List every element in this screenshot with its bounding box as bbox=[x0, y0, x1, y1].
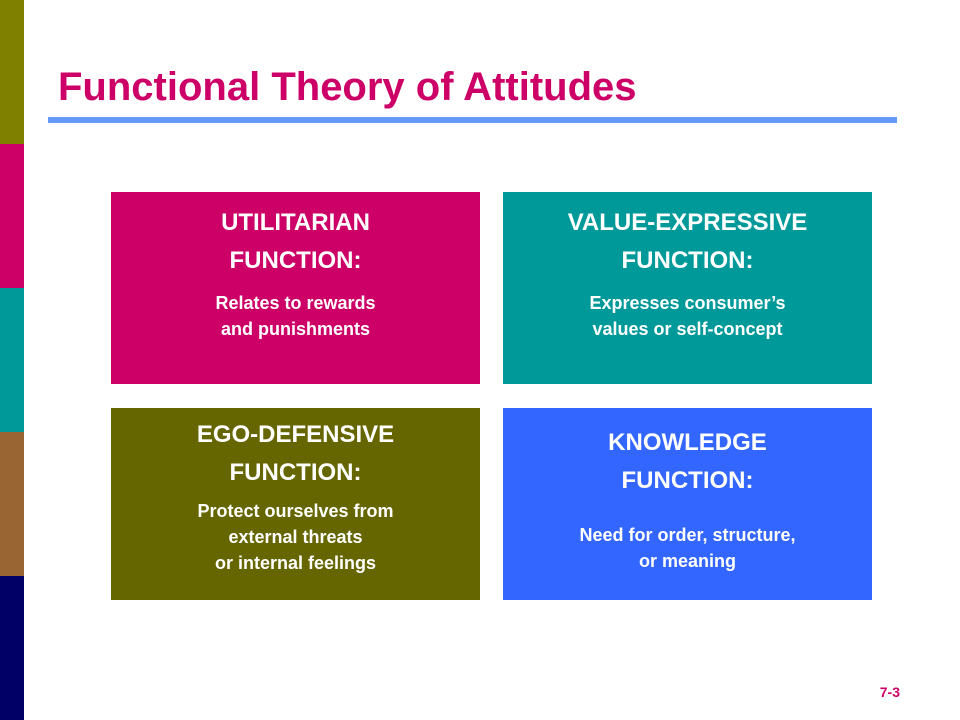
value-expressive-heading-line-1: VALUE-EXPRESSIVE bbox=[567, 209, 808, 236]
utilitarian-heading-line-1: UTILITARIAN bbox=[221, 209, 370, 236]
ego-defensive-heading: EGO-DEFENSIVE FUNCTION: bbox=[111, 416, 480, 492]
knowledge-heading: KNOWLEDGE FUNCTION: bbox=[503, 424, 872, 500]
title-underline bbox=[48, 117, 897, 123]
value-expressive-function-box: VALUE-EXPRESSIVE FUNCTION: Expresses con… bbox=[503, 192, 872, 384]
utilitarian-description-line-2: and punishments bbox=[220, 319, 370, 339]
knowledge-heading-line-1: KNOWLEDGE bbox=[608, 429, 767, 456]
knowledge-description: Need for order, structure, or meaning bbox=[503, 522, 872, 574]
side-stripe-segment-olive bbox=[0, 0, 24, 144]
value-expressive-heading-line-2: FUNCTION: bbox=[621, 247, 754, 274]
knowledge-description-line-2: or meaning bbox=[638, 551, 736, 571]
utilitarian-function-box: UTILITARIAN FUNCTION: Relates to rewards… bbox=[111, 192, 480, 384]
value-expressive-description: Expresses consumer’s values or self-conc… bbox=[503, 290, 872, 342]
utilitarian-description-line-1: Relates to rewards bbox=[215, 293, 376, 313]
knowledge-heading-line-2: FUNCTION: bbox=[621, 467, 754, 494]
utilitarian-heading: UTILITARIAN FUNCTION: bbox=[111, 204, 480, 280]
ego-defensive-description-line-1: Protect ourselves from bbox=[197, 501, 394, 521]
slide-number: 7-3 bbox=[879, 684, 900, 700]
side-stripe-segment-magenta bbox=[0, 144, 24, 288]
knowledge-function-box: KNOWLEDGE FUNCTION: Need for order, stru… bbox=[503, 408, 872, 600]
utilitarian-description: Relates to rewards and punishments bbox=[111, 290, 480, 342]
ego-defensive-description-line-2: external threats bbox=[228, 527, 363, 547]
utilitarian-heading-line-2: FUNCTION: bbox=[229, 247, 362, 274]
value-expressive-description-line-2: values or self-concept bbox=[592, 319, 783, 339]
side-stripe-segment-teal bbox=[0, 288, 24, 432]
knowledge-description-line-1: Need for order, structure, bbox=[579, 525, 796, 545]
ego-defensive-heading-line-1: EGO-DEFENSIVE bbox=[196, 421, 395, 448]
ego-defensive-description-line-3: or internal feelings bbox=[214, 553, 377, 573]
value-expressive-description-line-1: Expresses consumer’s bbox=[589, 293, 786, 313]
ego-defensive-function-box: EGO-DEFENSIVE FUNCTION: Protect ourselve… bbox=[111, 408, 480, 600]
ego-defensive-description: Protect ourselves from external threats … bbox=[111, 498, 480, 576]
side-stripe-segment-brown bbox=[0, 432, 24, 576]
side-stripe-segment-navy bbox=[0, 576, 24, 720]
slide-title: Functional Theory of Attitudes bbox=[58, 65, 637, 109]
ego-defensive-heading-line-2: FUNCTION: bbox=[229, 459, 362, 486]
value-expressive-heading: VALUE-EXPRESSIVE FUNCTION: bbox=[503, 204, 872, 280]
